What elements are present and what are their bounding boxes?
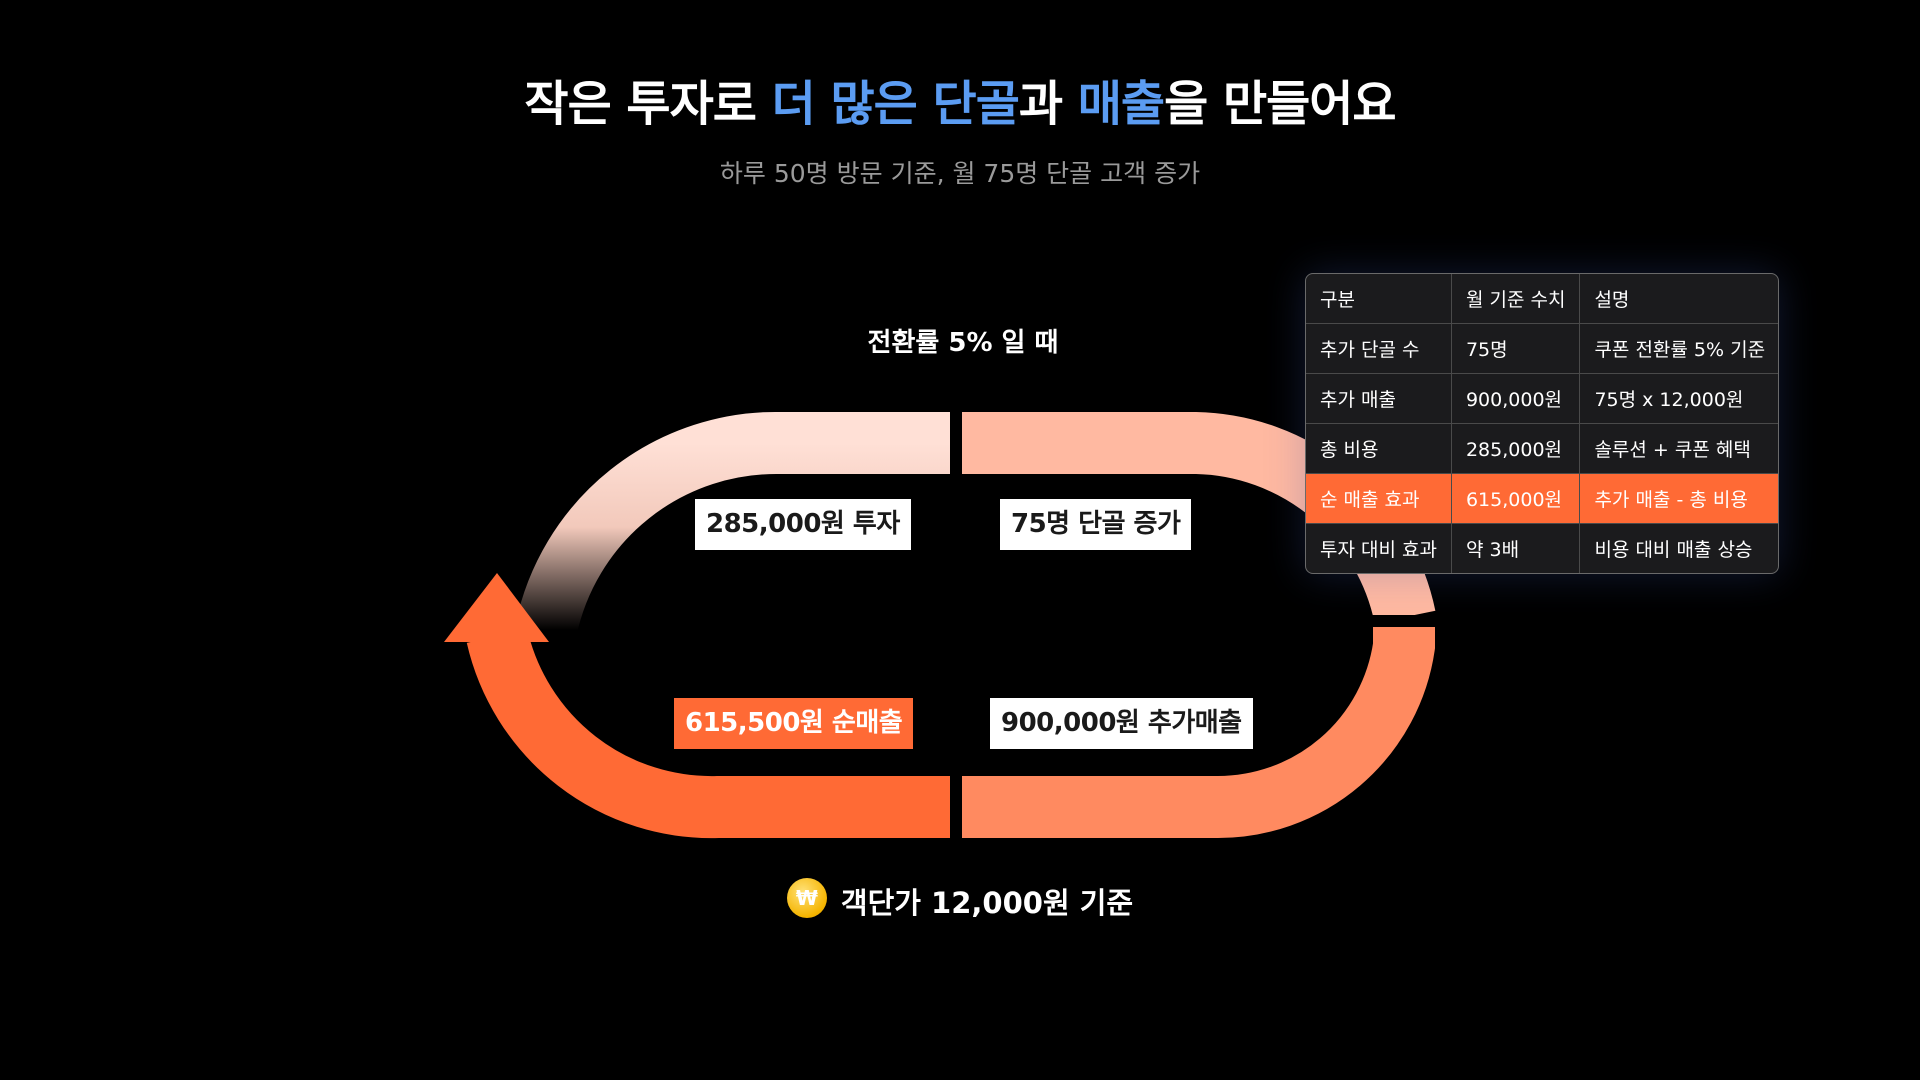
table-row: 투자 대비 효과 약 3배 비용 대비 매출 상승: [1306, 523, 1778, 573]
table-cell: 순 매출 효과: [1306, 473, 1452, 524]
title-highlight: 더 많은 단골: [771, 76, 1020, 132]
table-cell: 쿠폰 전환률 5% 기준: [1579, 323, 1778, 374]
footer-text: 객단가 12,000원 기준: [840, 886, 1134, 920]
cycle-caption: 전환률 5% 일 때: [867, 328, 1059, 358]
table-header-cell: 월 기준 수치: [1451, 274, 1581, 324]
page-subtitle: 하루 50명 방문 기준, 월 75명 단골 고객 증가: [719, 159, 1201, 188]
table-row: 추가 단골 수 75명 쿠폰 전환률 5% 기준: [1306, 323, 1778, 374]
page-title: 작은 투자로 더 많은 단골과 매출을 만들어요: [0, 64, 1920, 134]
table-cell: 285,000원: [1451, 423, 1581, 474]
title-part: 을 만들어요: [1164, 76, 1397, 132]
table-row: 추가 매출 900,000원 75명 x 12,000원: [1306, 373, 1778, 424]
table-cell: 900,000원: [1451, 373, 1581, 424]
title-part: 작은 투자로: [524, 76, 772, 132]
cycle-arc-right: [962, 627, 1435, 839]
table-cell: 총 비용: [1306, 423, 1452, 474]
table-cell: 75명 x 12,000원: [1579, 373, 1778, 424]
table-cell: 약 3배: [1451, 523, 1581, 573]
table-cell: 솔루션 + 쿠폰 혜택: [1579, 423, 1778, 474]
table-header-row: 구분 월 기준 수치 설명: [1306, 274, 1778, 324]
cycle-arc-top-left: [515, 411, 950, 637]
table-cell: 추가 단골 수: [1306, 323, 1452, 374]
table-header-cell: 구분: [1306, 274, 1452, 324]
table-cell: 추가 매출: [1306, 373, 1452, 424]
title-highlight: 매출: [1077, 76, 1165, 132]
title-part: 과: [1018, 76, 1078, 132]
label-net-sales: 615,500원 순매출: [674, 698, 914, 749]
table-cell: 비용 대비 매출 상승: [1594, 539, 1753, 561]
cycle-gap: [1360, 615, 1450, 624]
table-row: 총 비용 285,000원 솔루션 + 쿠폰 혜택: [1306, 423, 1778, 474]
label-extra-sales: 900,000원 추가매출: [990, 698, 1253, 749]
label-investment: 285,000원 투자: [695, 499, 911, 550]
table-row-highlighted: 순 매출 효과 615,000원 추가 매출 - 총 비용: [1306, 473, 1778, 524]
label-customers: 75명 단골 증가: [1000, 499, 1192, 550]
table-header-cell: 설명: [1579, 274, 1778, 324]
table-cell: 615,000원: [1451, 473, 1581, 524]
table-cell: 추가 매출 - 총 비용: [1579, 473, 1778, 524]
cycle-arc-bottom-left: [466, 628, 950, 839]
cycle-arrow-head: [444, 573, 549, 642]
table-cell: 75명: [1451, 323, 1581, 374]
table-cell: 투자 대비 효과: [1306, 523, 1452, 573]
coin-icon: ₩: [786, 878, 827, 918]
footer-note: ₩ 객단가 12,000원 기준: [0, 878, 1920, 922]
summary-table: 구분 월 기준 수치 설명 추가 단골 수 75명 쿠폰 전환률 5% 기준 추…: [1305, 273, 1779, 574]
